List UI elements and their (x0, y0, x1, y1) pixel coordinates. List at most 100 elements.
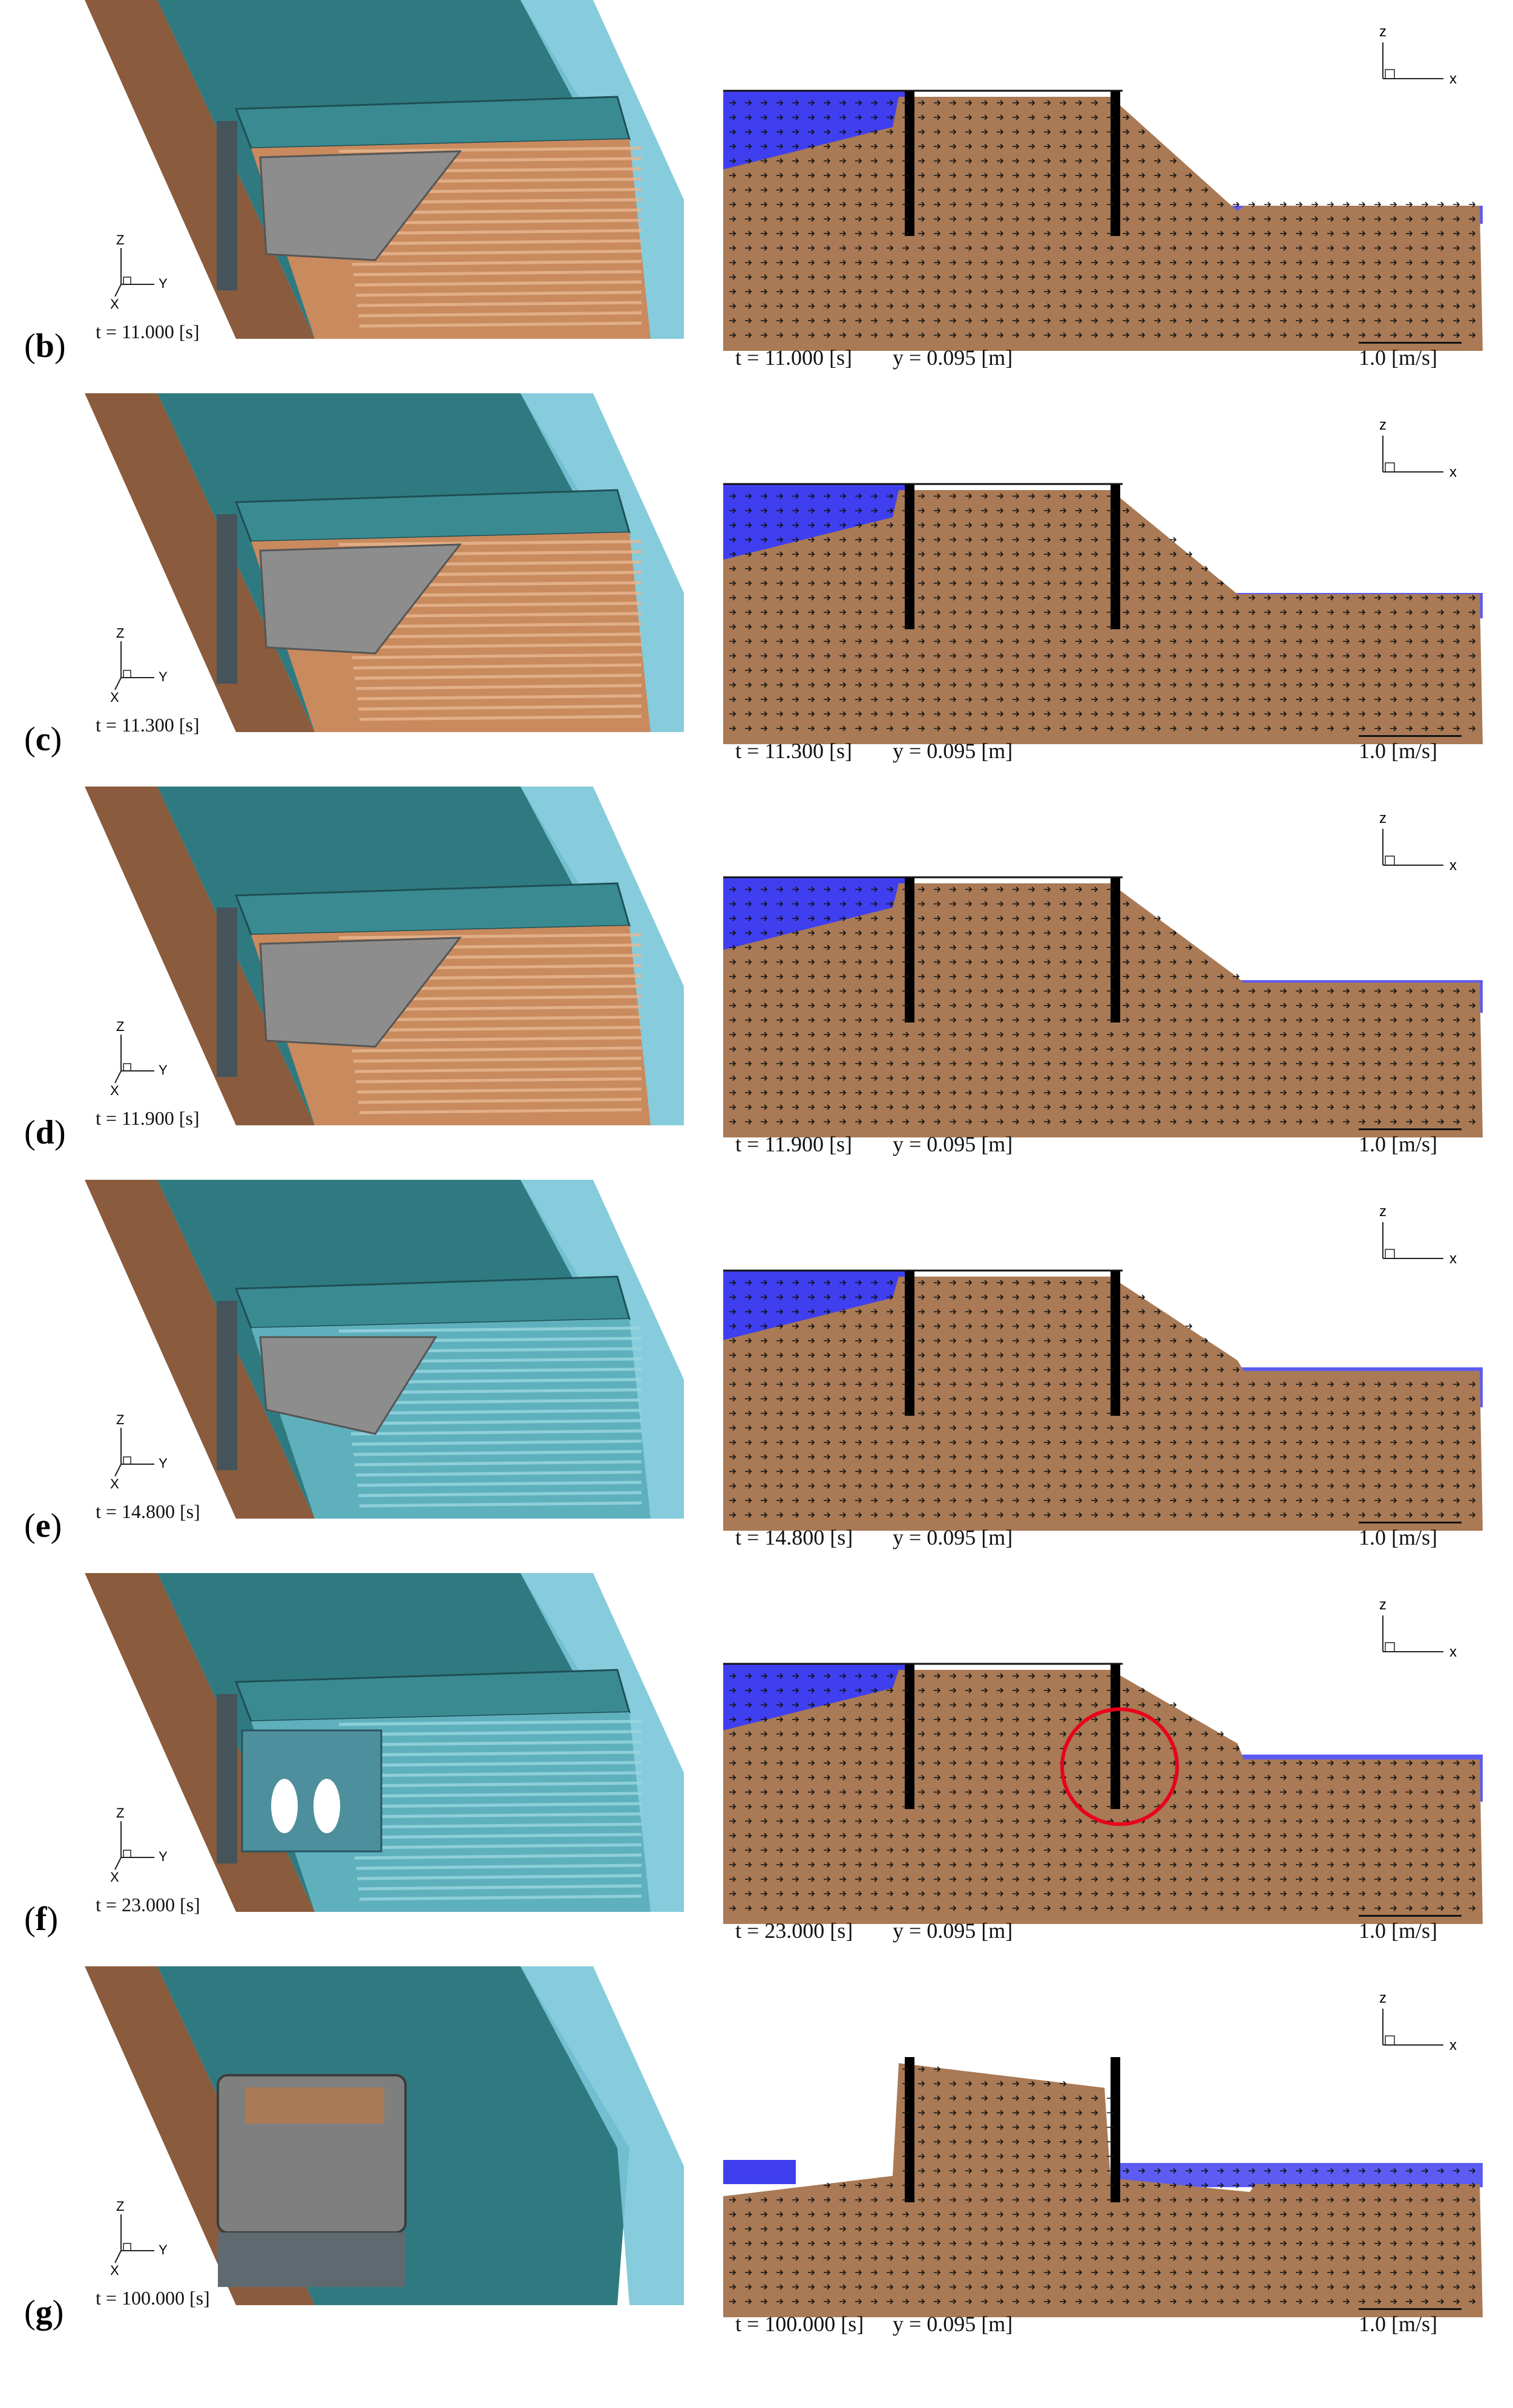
velocity-vector-icon (839, 1410, 847, 1416)
velocity-vector-icon (934, 1439, 941, 1445)
velocity-vector-icon (997, 1017, 1004, 1023)
velocity-vector-icon (839, 580, 847, 586)
velocity-vector-icon (1028, 245, 1035, 251)
velocity-vector-icon (1311, 260, 1319, 266)
velocity-vector-icon (1186, 1323, 1193, 1329)
velocity-vector-icon (1249, 1512, 1256, 1518)
velocity-vector-icon (761, 1745, 768, 1752)
velocity-vector-icon (1406, 595, 1413, 601)
velocity-vector-icon (981, 930, 988, 936)
velocity-vector-icon (1123, 1294, 1130, 1300)
velocity-vector-icon (902, 1381, 910, 1387)
velocity-vector-icon (1012, 1046, 1020, 1052)
velocity-vector-icon (1044, 959, 1051, 965)
velocity-vector-icon (1233, 1891, 1240, 1897)
velocity-vector-icon (981, 1017, 988, 1023)
velocity-vector-icon (965, 1381, 973, 1387)
velocity-vector-icon (1280, 1789, 1287, 1795)
velocity-vector-icon (808, 682, 815, 688)
velocity-vector-icon (1107, 1323, 1114, 1329)
velocity-vector-icon (887, 1410, 894, 1416)
velocity-vector-icon (902, 2211, 910, 2217)
velocity-vector-icon (965, 522, 973, 528)
velocity-vector-icon (887, 1876, 894, 1882)
velocity-vector-icon (1437, 1891, 1445, 1897)
velocity-vector-icon (1217, 274, 1224, 280)
velocity-vector-icon (918, 711, 925, 717)
velocity-vector-icon (808, 129, 815, 135)
velocity-vector-icon (934, 1410, 941, 1416)
velocity-vector-icon (761, 172, 768, 178)
velocity-vector-icon (1437, 231, 1445, 237)
velocity-vector-icon (1280, 1862, 1287, 1868)
velocity-vector-icon (965, 1352, 973, 1358)
velocity-vector-icon (1123, 1905, 1130, 1911)
velocity-vector-icon (729, 1512, 737, 1518)
velocity-vector-icon (745, 1862, 752, 1868)
velocity-vector-icon (1170, 260, 1177, 266)
velocity-vector-icon (918, 143, 925, 149)
velocity-vector-icon (1170, 1876, 1177, 1882)
velocity-vector-icon (1060, 1804, 1067, 1810)
velocity-vector-icon (792, 1104, 799, 1110)
velocity-vector-icon (1453, 711, 1460, 717)
velocity-vector-icon (1186, 1410, 1193, 1416)
velocity-vector-icon (1138, 1833, 1146, 1839)
velocity-vector-icon (808, 1497, 815, 1503)
velocity-vector-icon (824, 1468, 831, 1474)
velocity-vector-icon (902, 2095, 910, 2101)
velocity-vector-icon (745, 930, 752, 936)
velocity-vector-icon (1359, 245, 1366, 251)
velocity-vector-icon (1406, 711, 1413, 717)
velocity-vector-icon (1343, 711, 1350, 717)
velocity-vector-icon (965, 1804, 973, 1810)
velocity-vector-icon (1264, 725, 1272, 731)
velocity-vector-icon (1469, 725, 1476, 731)
velocity-vector-icon (1186, 1119, 1193, 1125)
velocity-vector-icon (1264, 2197, 1272, 2203)
velocity-vector-icon (1138, 2255, 1146, 2261)
velocity-vector-field (729, 1280, 1476, 1518)
velocity-vector-icon (1249, 216, 1256, 222)
velocity-vector-icon (1327, 1032, 1334, 1038)
velocity-vector-icon (918, 1367, 925, 1373)
velocity-vector-icon (1044, 1352, 1051, 1358)
velocity-vector-icon (1028, 696, 1035, 702)
velocity-vector-icon (1138, 580, 1146, 586)
velocity-vector-icon (902, 1454, 910, 1460)
velocity-vector-icon (745, 566, 752, 572)
velocity-vector-icon (1217, 1104, 1224, 1110)
velocity-vector-icon (1437, 1017, 1445, 1023)
velocity-vector-icon (981, 1090, 988, 1096)
velocity-vector-icon (1012, 1818, 1020, 1824)
velocity-vector-icon (902, 1818, 910, 1824)
velocity-vector-icon (1012, 100, 1020, 106)
velocity-vector-icon (871, 1731, 878, 1737)
velocity-vector-icon (918, 303, 925, 309)
velocity-vector-icon (1217, 231, 1224, 237)
velocity-vector-icon (934, 1905, 941, 1911)
velocity-vector-icon (1170, 231, 1177, 237)
velocity-vector-icon (950, 187, 957, 193)
velocity-vector-icon (1075, 551, 1083, 557)
velocity-vector-icon (776, 508, 784, 514)
velocity-vector-icon (934, 551, 941, 557)
velocity-vector-icon (1123, 216, 1130, 222)
velocity-vector-icon (1060, 609, 1067, 615)
velocity-vector-icon (1123, 682, 1130, 688)
velocity-vector-icon (887, 1862, 894, 1868)
velocity-vector-icon (745, 1003, 752, 1009)
velocity-vector-icon (965, 1454, 973, 1460)
velocity-vector-icon (1107, 1367, 1114, 1373)
velocity-vector-icon (1138, 332, 1146, 338)
velocity-vector-icon (1107, 973, 1114, 980)
velocity-vector-icon (1359, 1410, 1366, 1416)
velocity-vector-icon (902, 1512, 910, 1518)
velocity-vector-icon (1327, 216, 1334, 222)
velocity-vector-icon (1469, 318, 1476, 324)
velocity-vector-icon (824, 129, 831, 135)
velocity-vector-icon (1437, 2211, 1445, 2217)
velocity-vector-icon (1012, 1090, 1020, 1096)
velocity-vector-icon (792, 245, 799, 251)
velocity-vector-icon (997, 172, 1004, 178)
